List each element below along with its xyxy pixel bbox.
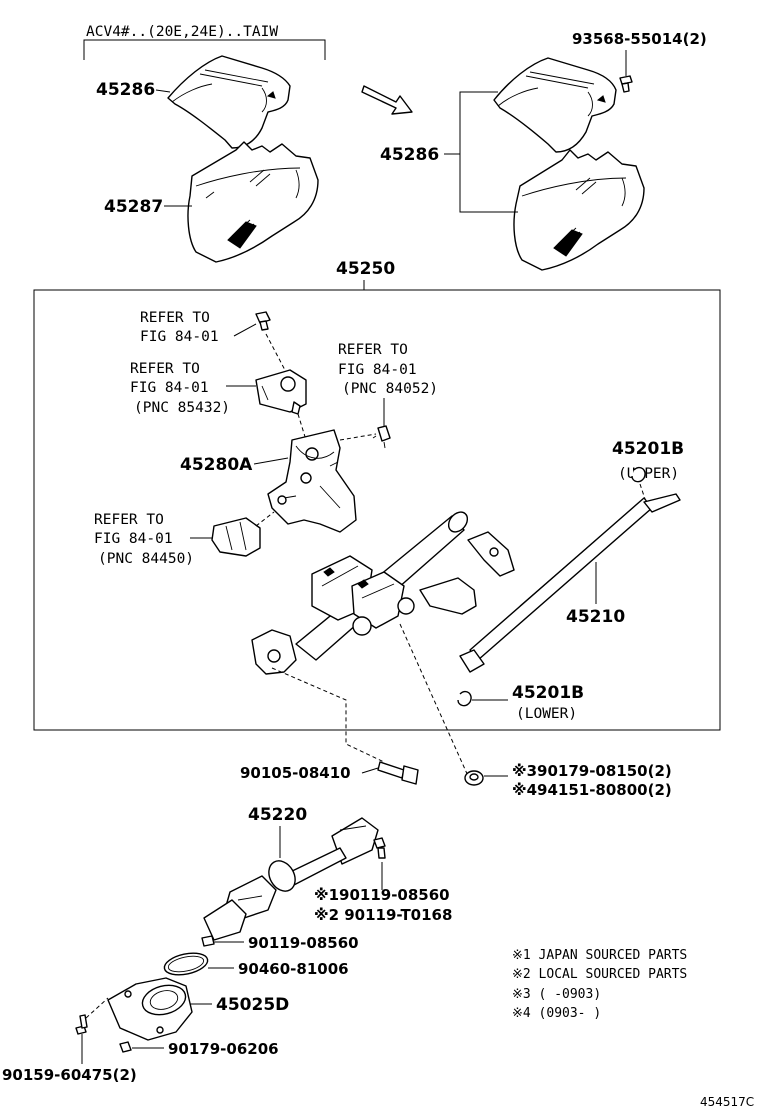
screw-93568-label: 93568-55014(2) — [572, 30, 707, 48]
bolt-190119 — [373, 837, 386, 859]
assembly-45250-box — [33, 289, 721, 731]
clip-lower — [457, 690, 472, 707]
part-45220-label: 45220 — [248, 805, 307, 825]
note-3: ※3 ( -0903) — [512, 987, 601, 1002]
refer4-component — [211, 517, 261, 557]
part-45250-label: 45250 — [336, 259, 395, 279]
part-45025D-label: 45025D — [216, 995, 289, 1015]
lower-label: (LOWER) — [516, 706, 577, 722]
note-2: ※2 LOCAL SOURCED PARTS — [512, 967, 687, 982]
diagram-id: 454517C — [700, 1095, 754, 1109]
upper-cover-right — [493, 57, 617, 153]
main-shaft-45210 — [459, 493, 681, 673]
part-45287-label: 45287 — [104, 197, 163, 217]
nut-390179-label: ※390179-08150(2) — [512, 762, 672, 780]
refer3-line3: (PNC 84052) — [342, 381, 438, 397]
clip-upper — [631, 466, 646, 483]
refer4-line2: FIG 84-01 — [94, 531, 173, 547]
refer4-line1: REFER TO — [94, 512, 164, 528]
nut-494151-label: ※494151-80800(2) — [512, 781, 672, 799]
part-45201B-upper-label: 45201B — [612, 439, 684, 459]
refer4-line3: (PNC 84450) — [98, 551, 194, 567]
part-45280A-label: 45280A — [180, 455, 253, 475]
bolt-90119-label: 90119-08560 — [248, 934, 359, 952]
column-clip — [467, 531, 515, 577]
bolt-290119-label: ※2 90119-T0168 — [314, 906, 452, 924]
note-1: ※1 JAPAN SOURCED PARTS — [512, 948, 687, 963]
boot-45025D — [107, 977, 193, 1041]
refer2-line2: FIG 84-01 — [130, 380, 209, 396]
seal-90460 — [163, 952, 209, 976]
nut-390179 — [464, 770, 484, 786]
upper-label: (UPPER) — [618, 466, 679, 482]
nut-90179 — [119, 1041, 132, 1053]
lower-cover-left — [187, 141, 319, 263]
seal-90460-label: 90460-81006 — [238, 960, 349, 978]
refer2-line1: REFER TO — [130, 361, 200, 377]
refer3-sensor — [372, 425, 391, 449]
model-spec-label: ACV4#..(20E,24E)..TAIW — [86, 24, 278, 40]
bolt-90119 — [201, 935, 215, 947]
part-45286-left-label: 45286 — [96, 80, 155, 100]
steering-column — [251, 511, 477, 675]
screw-93568 — [619, 75, 633, 93]
lower-cover-right — [513, 149, 645, 271]
direction-arrow — [361, 85, 413, 115]
nut-90179-label: 90179-06206 — [168, 1040, 279, 1058]
refer2-switch — [255, 369, 307, 415]
upper-cover-left — [167, 55, 291, 149]
bolt-90159 — [75, 1014, 88, 1035]
bracket-45280A — [267, 429, 357, 533]
refer3-line2: FIG 84-01 — [338, 362, 417, 378]
refer1-line2: FIG 84-01 — [140, 329, 219, 345]
refer1-line1: REFER TO — [140, 310, 210, 326]
note-4: ※4 (0903- ) — [512, 1006, 601, 1021]
refer3-line1: REFER TO — [338, 342, 408, 358]
bolt-190119-label: ※190119-08560 — [314, 886, 450, 904]
part-45210-label: 45210 — [566, 607, 625, 627]
refer1-bolt — [255, 311, 271, 331]
part-45201B-lower-label: 45201B — [512, 683, 584, 703]
part-45286-right-label: 45286 — [380, 145, 439, 165]
model-bracket — [83, 39, 326, 60]
bolt-90159-label: 90159-60475(2) — [2, 1066, 137, 1084]
bolt-90105-label: 90105-08410 — [240, 764, 351, 782]
bolt-90105 — [377, 761, 419, 785]
u-joint-shaft-45220 — [203, 817, 379, 941]
refer2-line3: (PNC 85432) — [134, 400, 230, 416]
